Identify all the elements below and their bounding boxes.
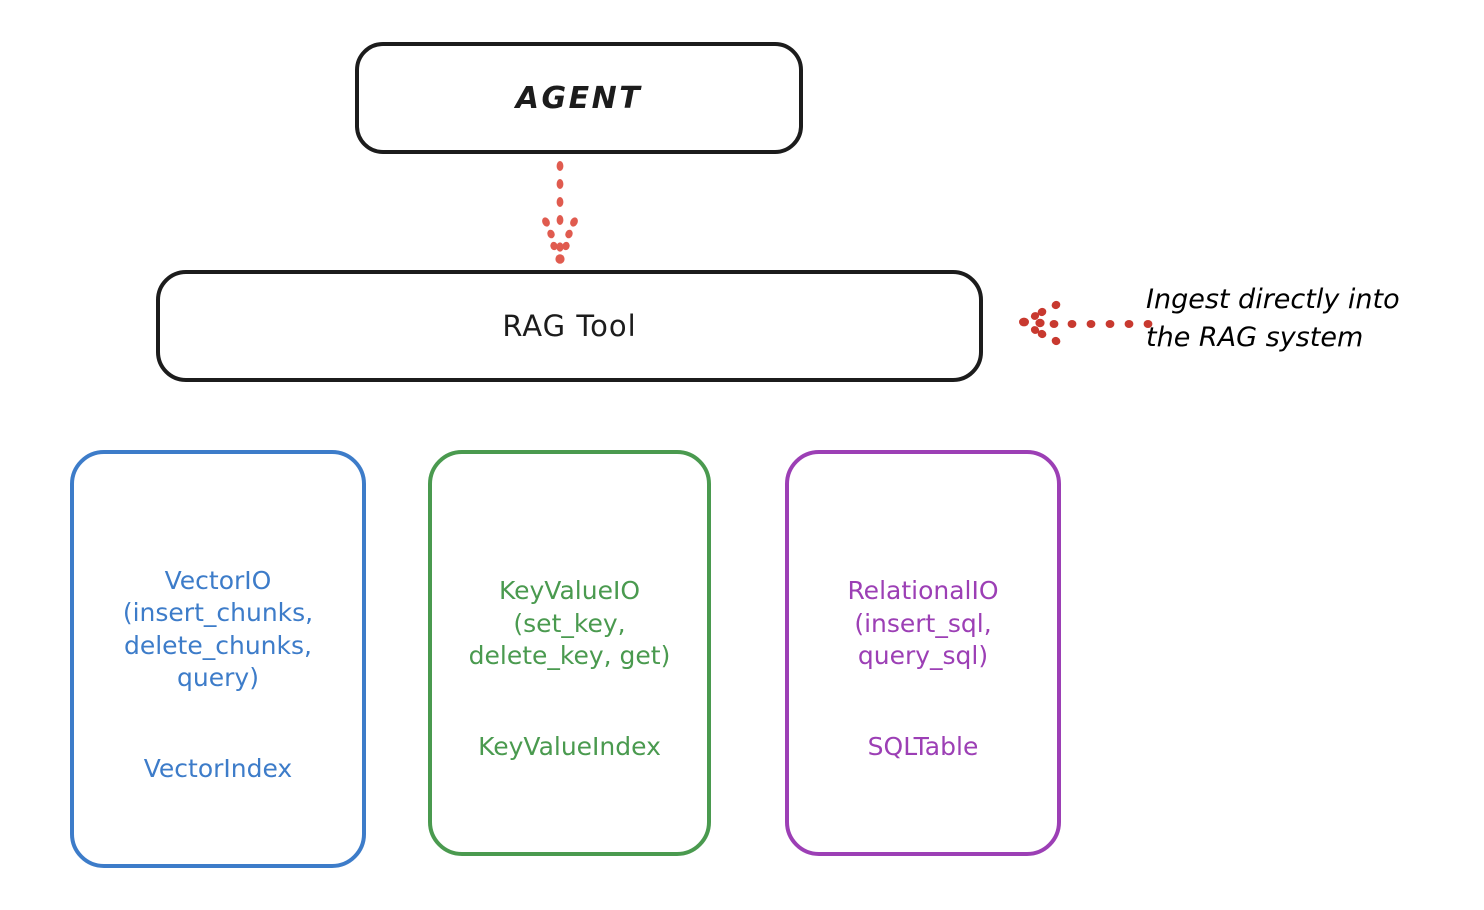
vector-io-resource-label: VectorIndex xyxy=(143,754,293,784)
key-value-io-content: KeyValueIO (set_key, delete_key, get) Ke… xyxy=(469,543,671,764)
agent-to-rag-tool-arrow xyxy=(542,161,578,264)
rag-tool-node-label: RAG Tool xyxy=(502,309,637,343)
relational-io-content: RelationalIO (insert_sql, query_sql) SQL… xyxy=(847,543,998,764)
key-value-io-api-label: KeyValueIO (set_key, delete_key, get) xyxy=(468,576,671,670)
vector-io-node[interactable]: VectorIO (insert_chunks, delete_chunks, … xyxy=(70,450,366,868)
spacer xyxy=(123,695,313,721)
rag-tool-node[interactable]: RAG Tool xyxy=(156,270,983,382)
ingest-to-rag-tool-arrow xyxy=(1019,300,1153,346)
key-value-io-node[interactable]: KeyValueIO (set_key, delete_key, get) Ke… xyxy=(428,450,711,856)
relational-io-node[interactable]: RelationalIO (insert_sql, query_sql) SQL… xyxy=(785,450,1061,856)
agent-node[interactable]: AGENT xyxy=(355,42,803,154)
ingest-annotation-text: Ingest directly into the RAG system xyxy=(1146,284,1400,354)
vector-io-api-label: VectorIO (insert_chunks, delete_chunks, … xyxy=(122,565,314,693)
vector-io-content: VectorIO (insert_chunks, delete_chunks, … xyxy=(123,532,313,786)
spacer xyxy=(847,673,998,699)
spacer xyxy=(469,673,671,699)
key-value-io-resource-label: KeyValueIndex xyxy=(478,732,661,761)
relational-io-api-label: RelationalIO (insert_sql, query_sql) xyxy=(847,576,999,670)
agent-node-label: AGENT xyxy=(515,80,643,116)
relational-io-resource-label: SQLTable xyxy=(867,732,979,761)
